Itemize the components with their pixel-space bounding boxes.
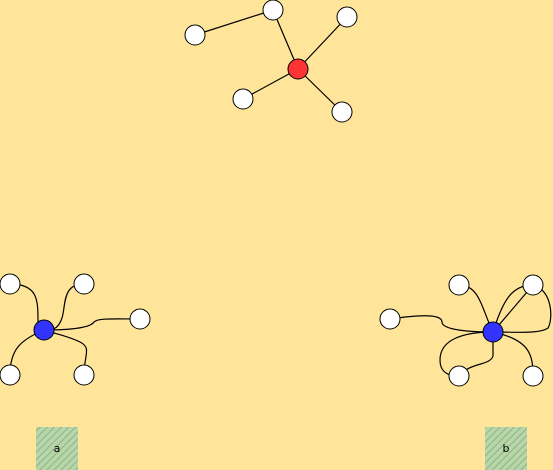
tag-b-box — [485, 427, 527, 470]
edge-top-2 — [272, 9, 299, 70]
tag-a[interactable]: a — [36, 427, 78, 470]
right-graph — [379, 274, 552, 387]
leaf-node[interactable] — [336, 6, 358, 28]
leaf-node[interactable] — [448, 365, 470, 387]
edge-right-1 — [389, 315, 494, 333]
edge-top-3 — [297, 16, 348, 70]
top-graph — [184, 0, 358, 123]
tag-b-label: b — [503, 442, 510, 455]
leaf-node[interactable] — [184, 24, 206, 46]
leaf-node[interactable] — [0, 273, 21, 295]
edge-left-5 — [43, 329, 88, 376]
leaf-node[interactable] — [448, 274, 470, 296]
leaf-node[interactable] — [262, 0, 284, 21]
edge-top-1 — [194, 9, 274, 36]
leaf-node[interactable] — [522, 274, 544, 296]
leaf-node[interactable] — [73, 273, 95, 295]
leaf-node[interactable] — [0, 364, 21, 386]
leaf-node[interactable] — [331, 101, 353, 123]
leaf-node[interactable] — [73, 364, 95, 386]
leaf-node[interactable] — [379, 308, 401, 330]
leaf-node[interactable] — [522, 365, 544, 387]
red-hub-node[interactable] — [287, 58, 309, 80]
edge-right-5 — [492, 284, 552, 333]
tag-b[interactable]: b — [485, 427, 527, 470]
left-graph — [0, 273, 151, 386]
tag-a-label: a — [54, 442, 61, 455]
leaf-node[interactable] — [129, 308, 151, 330]
tag-a-box — [36, 427, 78, 470]
edge-right-6 — [439, 331, 494, 377]
edge-left-3 — [43, 318, 141, 331]
blue-hub-node[interactable] — [482, 321, 504, 343]
leaf-node[interactable] — [232, 88, 254, 110]
blue-hub-node[interactable] — [33, 319, 55, 341]
